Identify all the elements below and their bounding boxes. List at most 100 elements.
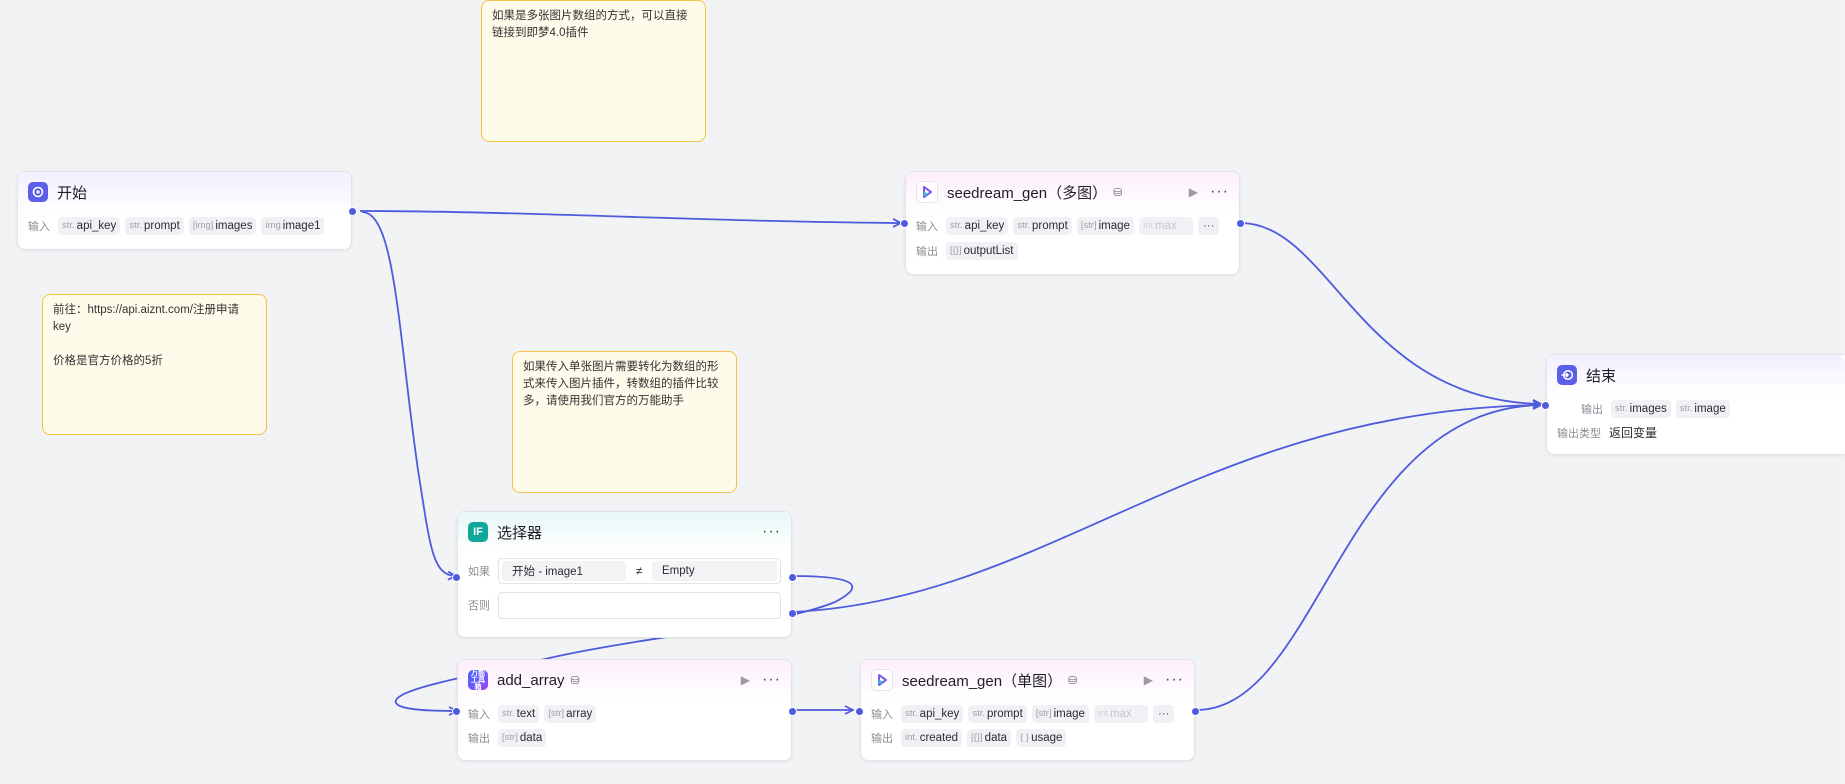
edge-seed-single-to-end bbox=[1195, 404, 1541, 711]
var-tag: int.created bbox=[901, 728, 963, 747]
if-icon: IF bbox=[468, 522, 488, 542]
var-tag: [str]image bbox=[1076, 216, 1134, 235]
tool-plugin-icon: 万能工具箱 bbox=[468, 670, 488, 691]
note-api-registration[interactable]: 前往：https://api.aiznt.com/注册申请key 价格是官方价格… bbox=[42, 294, 267, 435]
output-row: 输出 int.created [{}]data { }usage bbox=[861, 727, 1194, 748]
var-tag: str.prompt bbox=[125, 216, 184, 235]
output-label: 输出 bbox=[1581, 403, 1603, 416]
note-multi-image[interactable]: 如果是多张图片数组的方式，可以直接链接到即梦4.0插件 bbox=[481, 0, 706, 142]
node-title: 选择器 bbox=[497, 524, 543, 542]
var-tag: str.prompt bbox=[1013, 216, 1072, 235]
more-inputs-button[interactable]: ··· bbox=[1152, 704, 1175, 723]
var-tag: str.image bbox=[1675, 399, 1730, 418]
else-output-port[interactable] bbox=[788, 609, 797, 618]
output-row: 输出 [str]data bbox=[458, 727, 791, 748]
condition-right-operand[interactable]: Empty bbox=[652, 561, 777, 581]
var-tag: str.api_key bbox=[58, 216, 121, 235]
more-icon[interactable]: ··· bbox=[762, 671, 781, 688]
if-label: 如果 bbox=[468, 566, 490, 578]
node-selector-header: IF 选择器 ··· bbox=[458, 512, 791, 552]
input-port[interactable] bbox=[452, 707, 461, 716]
edge-start-to-seed-multi bbox=[359, 210, 900, 223]
condition-operator[interactable]: ≠ bbox=[635, 564, 643, 578]
edge-selector-else-to-end bbox=[791, 405, 1540, 613]
store-icon: ⛁ bbox=[570, 674, 580, 687]
condition-box[interactable]: 开始 - image1 ≠ Empty bbox=[498, 558, 781, 584]
var-tag: [str]array bbox=[544, 704, 597, 723]
else-label: 否则 bbox=[468, 600, 490, 612]
output-type-label: 输出类型 bbox=[1557, 427, 1601, 440]
edge-start-to-selector bbox=[361, 211, 455, 576]
var-tag: str.prompt bbox=[968, 704, 1027, 723]
store-icon: ⛁ bbox=[1068, 674, 1078, 687]
output-port[interactable] bbox=[1236, 219, 1245, 228]
input-label: 输入 bbox=[468, 708, 490, 721]
input-label: 输入 bbox=[871, 708, 893, 721]
output-label: 输出 bbox=[871, 732, 893, 745]
output-row: 输出 str.images str.image bbox=[1547, 398, 1845, 419]
end-icon bbox=[1557, 365, 1577, 385]
node-add-array-header: 万能工具箱 add_array ⛁ ▶ ··· bbox=[458, 660, 791, 700]
edge-seed-multi-to-end bbox=[1240, 222, 1540, 404]
if-row: 如果 开始 - image1 ≠ Empty bbox=[458, 556, 791, 586]
node-seedream-single[interactable]: seedream_gen（单图） ⛁ ▶ ··· 输入 str.api_key … bbox=[855, 659, 1200, 761]
input-port[interactable] bbox=[900, 219, 909, 228]
node-selector[interactable]: IF 选择器 ··· 如果 开始 - image1 ≠ Empty 否则 bbox=[452, 511, 797, 638]
output-label: 输出 bbox=[916, 245, 938, 258]
store-icon: ⛁ bbox=[1113, 186, 1123, 199]
node-start[interactable]: 开始 输入 str.api_key str.prompt [img]images… bbox=[17, 171, 357, 250]
var-tag: [{}]outputList bbox=[946, 241, 1018, 260]
input-port[interactable] bbox=[855, 707, 864, 716]
note-single-image[interactable]: 如果传入单张图片需要转化为数组的形式来传入图片插件，转数组的插件比较多，请使用我… bbox=[512, 351, 737, 493]
node-title: seedream_gen（单图） bbox=[902, 672, 1063, 690]
var-tag: [str]image bbox=[1031, 704, 1089, 723]
var-tag: [{}]data bbox=[967, 728, 1012, 747]
more-icon[interactable]: ··· bbox=[1165, 671, 1184, 688]
node-title: 结束 bbox=[1586, 367, 1617, 385]
output-type-value: 返回变量 bbox=[1609, 426, 1658, 440]
node-end[interactable]: 结束 输出 str.images str.image 输出类型 返回变量 bbox=[1541, 354, 1845, 455]
node-seedream-multi[interactable]: seedream_gen（多图） ⛁ ▶ ··· 输入 str.api_key … bbox=[900, 171, 1245, 275]
node-add-array[interactable]: 万能工具箱 add_array ⛁ ▶ ··· 输入 str.text [str… bbox=[452, 659, 797, 761]
node-title: seedream_gen（多图） bbox=[947, 184, 1108, 202]
input-row: 输入 str.api_key str.prompt [str]image int… bbox=[906, 215, 1239, 236]
input-label: 输入 bbox=[916, 220, 938, 233]
node-title: 开始 bbox=[57, 184, 88, 202]
input-row: 输入 str.text [str]array bbox=[458, 703, 791, 724]
output-label: 输出 bbox=[468, 732, 490, 745]
input-port[interactable] bbox=[452, 573, 461, 582]
node-title: add_array bbox=[497, 671, 565, 689]
var-tag: str.images bbox=[1611, 399, 1671, 418]
output-port[interactable] bbox=[1191, 707, 1200, 716]
seedream-plugin-icon bbox=[871, 669, 893, 691]
play-icon[interactable]: ▶ bbox=[1188, 185, 1199, 199]
input-label: 输入 bbox=[28, 220, 50, 233]
start-icon bbox=[28, 182, 48, 202]
output-row: 输出 [{}]outputList bbox=[906, 240, 1239, 261]
var-tag: str.api_key bbox=[901, 704, 964, 723]
output-type-row: 输出类型 返回变量 bbox=[1547, 422, 1845, 443]
var-tag: [img]images bbox=[188, 216, 257, 235]
more-icon[interactable]: ··· bbox=[1210, 183, 1229, 200]
play-icon[interactable]: ▶ bbox=[740, 673, 751, 687]
condition-left-operand[interactable]: 开始 - image1 bbox=[502, 561, 626, 581]
var-tag: { }usage bbox=[1016, 728, 1067, 747]
play-icon[interactable]: ▶ bbox=[1143, 673, 1154, 687]
else-row: 否则 bbox=[458, 588, 791, 622]
output-port[interactable] bbox=[348, 207, 357, 216]
node-start-header: 开始 bbox=[18, 172, 351, 212]
var-tag: str.text bbox=[498, 704, 540, 723]
var-tag: [str]data bbox=[498, 728, 547, 747]
if-output-port[interactable] bbox=[788, 573, 797, 582]
more-inputs-button[interactable]: ··· bbox=[1197, 216, 1220, 235]
input-row: 输入 str.api_key str.prompt [img]images im… bbox=[18, 215, 351, 236]
output-port[interactable] bbox=[788, 707, 797, 716]
more-icon[interactable]: ··· bbox=[762, 523, 781, 540]
input-port[interactable] bbox=[1541, 401, 1550, 410]
node-seedream-single-header: seedream_gen（单图） ⛁ ▶ ··· bbox=[861, 660, 1194, 700]
else-box[interactable] bbox=[498, 591, 781, 619]
